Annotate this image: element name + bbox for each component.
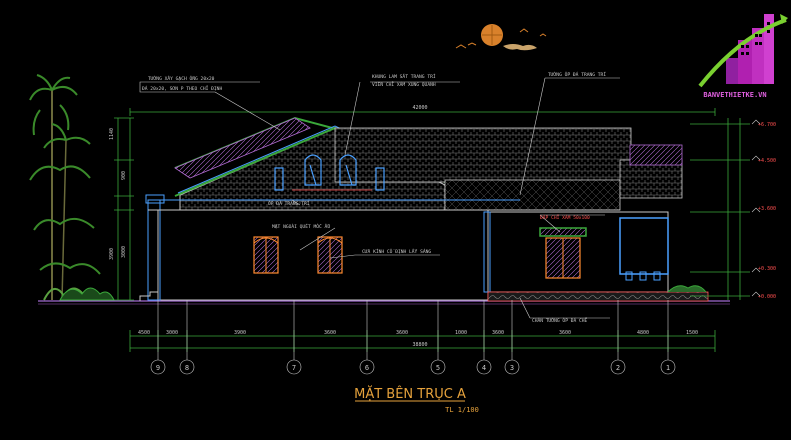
window-right <box>539 227 587 279</box>
logo-text: BANVETHIETKE.VN <box>703 91 766 99</box>
level-4: +0.300 <box>758 266 776 272</box>
bottom-dimensions <box>129 330 716 352</box>
seg-9: 4800 <box>637 330 649 336</box>
axis-markers <box>150 300 676 375</box>
axis-8: 8 <box>185 364 189 372</box>
drawing-scale: TL 1/100 <box>445 406 479 414</box>
glass-door <box>619 217 669 275</box>
window-left-1 <box>253 236 279 274</box>
note-plaster: MẶT NGOÀI QUÉT MỐC ẨU <box>272 222 330 230</box>
left-dim-4: 3000 <box>121 246 127 258</box>
site-logo: BANVETHIETKE.VN <box>698 14 788 99</box>
seg-2: 3000 <box>166 330 178 336</box>
note-vent-frame: KHUNG LAM SẮT TRANG TRÍ <box>372 72 436 80</box>
axis-6: 6 <box>365 364 369 372</box>
level-2: +4.500 <box>758 158 776 164</box>
note-glass: CỬA KÍNH CỐ ĐỊNH LẤY SÁNG <box>362 247 431 255</box>
level-3: +3.600 <box>758 206 776 212</box>
seg-1: 4500 <box>138 330 150 336</box>
cloud-icon <box>503 44 537 51</box>
note-vent-frame-2: VIỀN CHỈ XÁM XUNG QUANH <box>372 80 436 88</box>
shrub-icon <box>59 287 115 301</box>
axis-1: 1 <box>666 364 670 372</box>
left-dim-1: 1140 <box>109 128 115 140</box>
left-dimensions <box>114 117 134 301</box>
axis-5: 5 <box>436 364 440 372</box>
note-roof-wall: TƯỜNG XÂY GẠCH ỐNG 20x20 <box>148 75 215 82</box>
top-dimension: 42000 <box>412 105 427 111</box>
axis-4: 4 <box>482 364 486 372</box>
bottom-total: 38800 <box>412 342 427 348</box>
stone-band <box>444 179 621 211</box>
right-dimensions <box>690 118 750 300</box>
seg-7: 3600 <box>492 330 504 336</box>
level-1: +6.700 <box>758 122 776 128</box>
main-roof-tiles <box>334 127 632 183</box>
palm-tree-icon <box>29 74 101 301</box>
vent-grilles <box>274 154 385 191</box>
drawing-title: MẶT BÊN TRỤC A <box>354 386 466 402</box>
birds-icon <box>455 42 477 49</box>
note-roof-wall-2: ĐÁ 20x20, SƠN P THEO CHỈ ĐỊNH <box>142 84 222 92</box>
axis-3: 3 <box>510 364 514 372</box>
note-stone-clad: ỐP ĐÁ TRANG TRÍ <box>268 199 310 207</box>
seg-5: 3600 <box>396 330 408 336</box>
seg-8: 3600 <box>559 330 571 336</box>
left-dim-3: 900 <box>121 171 127 180</box>
window-left-2 <box>317 236 343 274</box>
axis-7: 7 <box>292 364 296 372</box>
level-5: +0.000 <box>758 294 776 300</box>
axis-9: 9 <box>156 364 160 372</box>
axis-2: 2 <box>616 364 620 372</box>
seg-10: 1500 <box>686 330 698 336</box>
note-cornice: ĐẮP CHỈ XÁM 50x100 <box>540 213 590 221</box>
seg-6: 1000 <box>455 330 467 336</box>
note-wall-stone: TƯỜNG ỐP ĐÁ TRANG TRÍ <box>548 70 606 78</box>
stone-base <box>487 291 709 302</box>
seg-3: 3900 <box>234 330 246 336</box>
left-dim-2: 3900 <box>109 248 115 260</box>
seg-4: 3600 <box>324 330 336 336</box>
note-base: CHÂN TƯỜNG ỐP ĐÁ CHẺ <box>532 316 588 324</box>
